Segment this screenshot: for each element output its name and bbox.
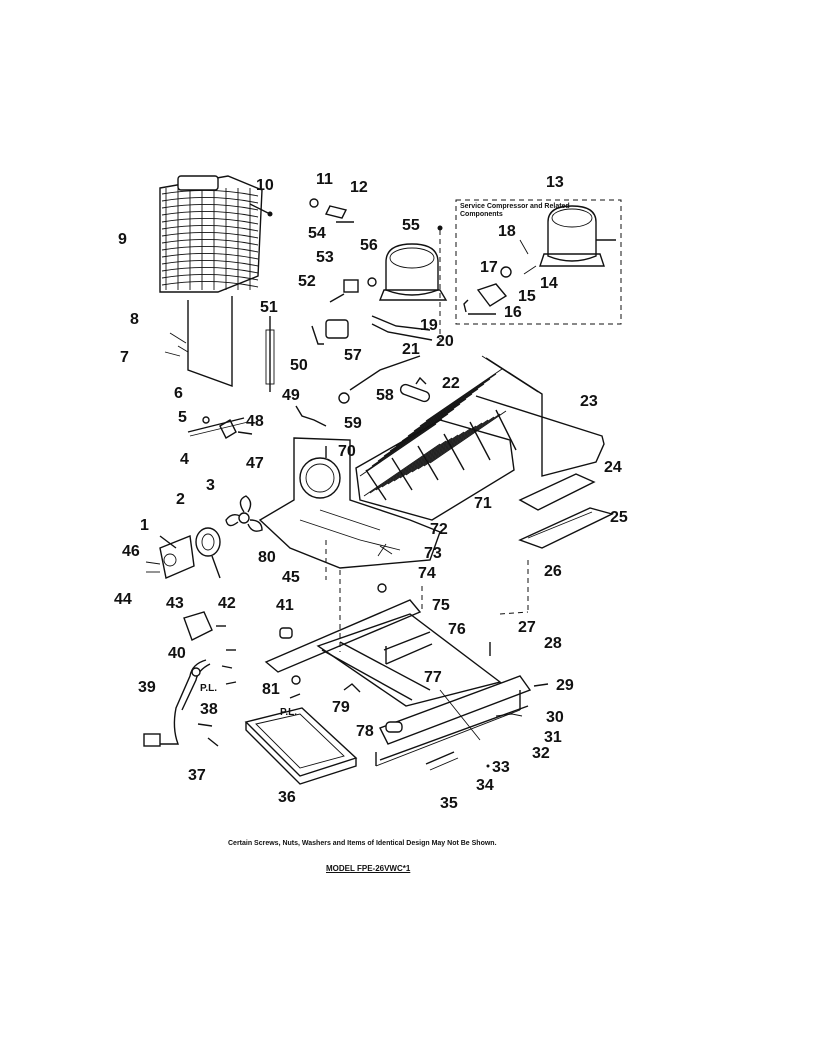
part-label-33: 33 — [492, 759, 510, 776]
part-label-5: 5 — [178, 409, 187, 426]
footnote: Certain Screws, Nuts, Washers and Items … — [228, 840, 497, 847]
part-label-29: 29 — [556, 677, 574, 694]
part-label-30: 30 — [546, 709, 564, 726]
part-label-46: 46 — [122, 543, 140, 560]
part-label-80: 80 — [258, 549, 276, 566]
part-label-76: 76 — [448, 621, 466, 638]
part-label-57: 57 — [344, 347, 362, 364]
part-label-31: 31 — [544, 729, 562, 746]
part-label-32: 32 — [532, 745, 550, 762]
part-label-13: 13 — [546, 174, 564, 191]
part-label-23: 23 — [580, 393, 598, 410]
part-label-36: 36 — [278, 789, 296, 806]
part-label-74: 74 — [418, 565, 436, 582]
wiring-harness — [143, 659, 211, 747]
part-label-42: 42 — [218, 595, 236, 612]
part-label-55: 55 — [402, 217, 420, 234]
part-label-77: 77 — [424, 669, 442, 686]
part-label-12: 12 — [350, 179, 368, 196]
part-label-20: 20 — [436, 333, 454, 350]
part-label-10: 10 — [256, 177, 274, 194]
condenser-coil — [355, 368, 517, 521]
part-label-4: 4 — [180, 451, 189, 468]
defrost-timer — [183, 611, 226, 641]
part-label-14: 14 — [540, 275, 558, 292]
part-label-3: 3 — [206, 477, 215, 494]
part-label-56: 56 — [360, 237, 378, 254]
part-label-8: 8 — [130, 311, 139, 328]
part-label-79: 79 — [332, 699, 350, 716]
part-label-38: 38 — [200, 701, 218, 718]
drain-pan — [244, 707, 358, 785]
part-label-18: 18 — [498, 223, 516, 240]
service-compressor-box — [455, 199, 622, 325]
part-label-73: 73 — [424, 545, 442, 562]
part-label-17: 17 — [480, 259, 498, 276]
part-label-34: 34 — [476, 777, 494, 794]
part-label-26: 26 — [544, 563, 562, 580]
part-label-39: 39 — [138, 679, 156, 696]
part-label-50: 50 — [290, 357, 308, 374]
part-label-7: 7 — [120, 349, 129, 366]
part-label-2: 2 — [176, 491, 185, 508]
part-label-58: 58 — [376, 387, 394, 404]
part-label-16: 16 — [504, 304, 522, 321]
part-label-44: 44 — [114, 591, 132, 608]
part-label-6: 6 — [174, 385, 183, 402]
part-label-81: 81 — [262, 681, 280, 698]
part-label-43: 43 — [166, 595, 184, 612]
base-frame — [264, 599, 532, 767]
part-label-47: 47 — [246, 455, 264, 472]
fan-motor-bracket — [258, 437, 441, 569]
part-label-70: 70 — [338, 443, 356, 460]
part-label-28: 28 — [544, 635, 562, 652]
pl-label-timer: P.L. — [200, 683, 218, 694]
part-label-75: 75 — [432, 597, 450, 614]
service-compressor-box-title: Service Compressor and Related Component… — [460, 203, 570, 218]
part-label-54: 54 — [308, 225, 326, 242]
pl-label-plug: P.L. — [280, 707, 298, 718]
part-label-53: 53 — [316, 249, 334, 266]
part-label-22: 22 — [442, 375, 460, 392]
part-label-27: 27 — [518, 619, 536, 636]
part-label-9: 9 — [118, 231, 127, 248]
part-label-25: 25 — [610, 509, 628, 526]
part-label-40: 40 — [168, 645, 186, 662]
part-label-19: 19 — [420, 317, 438, 334]
part-label-1: 1 — [140, 517, 149, 534]
part-label-72: 72 — [430, 521, 448, 538]
part-label-21: 21 — [402, 341, 420, 358]
part-label-41: 41 — [276, 597, 294, 614]
part-label-51: 51 — [260, 299, 278, 316]
part-label-49: 49 — [282, 387, 300, 404]
part-label-11: 11 — [316, 171, 333, 188]
fan-blade — [225, 495, 263, 532]
part-label-35: 35 — [440, 795, 458, 812]
part-label-78: 78 — [356, 723, 374, 740]
part-label-59: 59 — [344, 415, 362, 432]
part-label-15: 15 — [518, 288, 536, 305]
part-label-71: 71 — [474, 495, 492, 512]
defrost-heater — [177, 296, 233, 387]
part-label-37: 37 — [188, 767, 206, 784]
compressor-main — [378, 243, 448, 301]
part-label-24: 24 — [604, 459, 622, 476]
model-number: MODEL FPE-26VWC*1 — [326, 864, 411, 873]
part-label-45: 45 — [282, 569, 300, 586]
part-label-48: 48 — [246, 413, 264, 430]
fan-motor — [195, 527, 221, 579]
part-label-52: 52 — [298, 273, 316, 290]
evaporator-coil — [159, 175, 263, 293]
